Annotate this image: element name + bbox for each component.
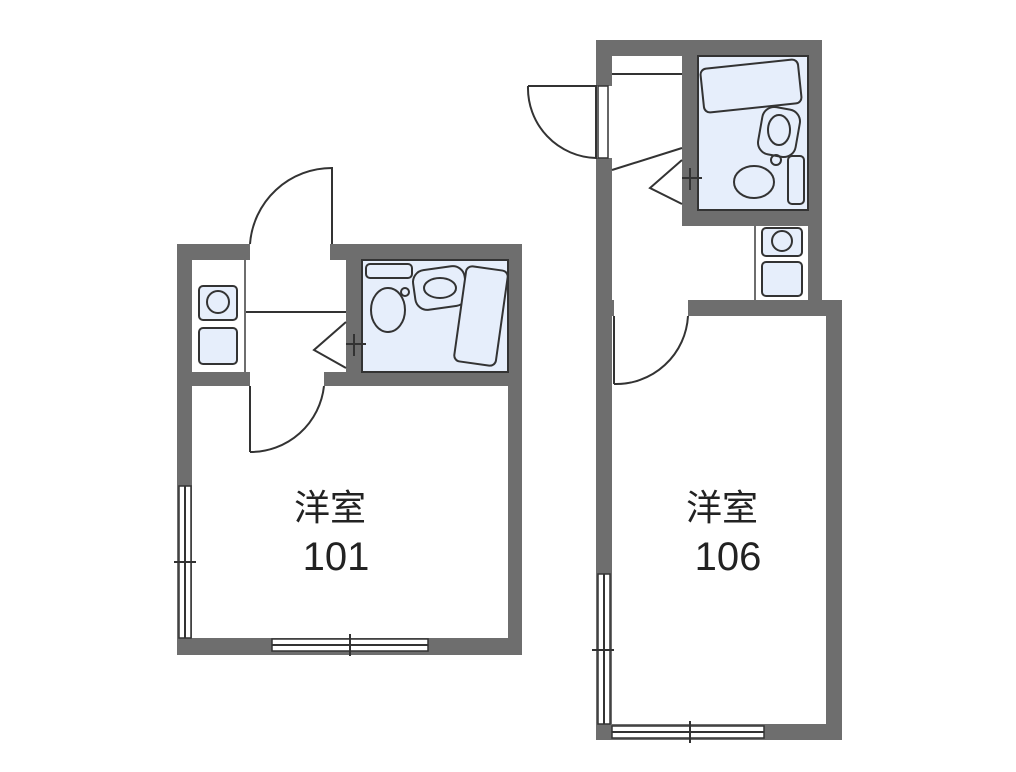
unit-106-bathtub [699, 58, 803, 114]
unit-101-sink-bowl [206, 290, 230, 314]
unit-101-bath-door-swing [312, 321, 347, 369]
unit-101-room-door-opening [250, 372, 324, 386]
unit-101-main-room [192, 386, 508, 638]
unit-106-room-type: 洋室 [686, 487, 758, 528]
unit-106-basin-bowl [767, 114, 791, 146]
unit-101-entry-door-swing [249, 166, 333, 245]
unit-106-entry-step [611, 147, 683, 171]
unit-101-entry [246, 260, 346, 372]
unit-106-entry-door-swing [526, 85, 597, 160]
unit-101-toilet-knob [400, 287, 410, 297]
unit-106-washer [761, 261, 803, 297]
unit-106-room-number: 106 [695, 535, 762, 579]
unit-106-room-door-opening [614, 300, 688, 316]
unit-106-toilet [733, 165, 775, 199]
unit-106-basin-knob [770, 154, 782, 166]
unit-106-entry-lower [612, 226, 754, 300]
unit-101-toilet [370, 287, 406, 333]
unit-106: 洋室 106 [526, 40, 842, 743]
unit-101-basin-bowl [423, 277, 457, 299]
unit-106-room-door-swing [613, 315, 689, 386]
unit-106-basin [757, 105, 801, 159]
unit-101-room-number: 101 [303, 535, 370, 579]
unit-101-room-door-swing [249, 385, 325, 454]
unit-106-main-room [612, 316, 826, 724]
unit-106-sink [761, 227, 803, 257]
unit-101-sink [198, 285, 238, 321]
unit-101-bathtub [453, 265, 509, 367]
unit-101-counter [365, 263, 413, 279]
unit-106-sink-bowl [771, 230, 793, 252]
unit-106-counter [787, 155, 805, 205]
unit-101: 洋室 101 [174, 166, 522, 656]
unit-101-basin [412, 265, 468, 311]
unit-101-room-type: 洋室 [294, 487, 366, 528]
unit-106-bath-door-swing [648, 159, 683, 205]
unit-101-entry-door-opening [250, 244, 330, 260]
unit-101-washer [198, 327, 238, 365]
unit-106-entry-door-frame [597, 85, 609, 159]
